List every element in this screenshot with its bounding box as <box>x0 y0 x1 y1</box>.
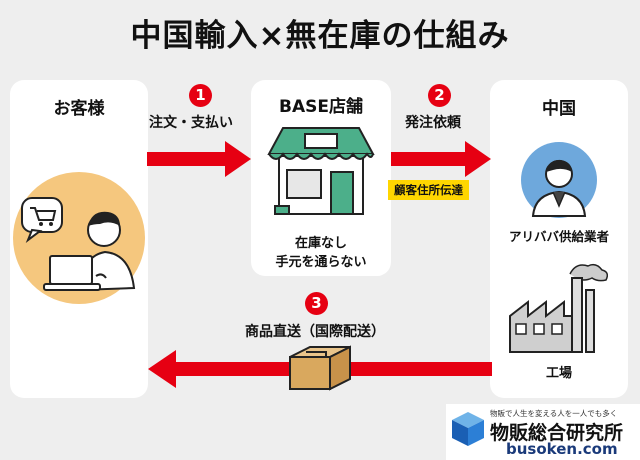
shop-title: BASE店舗 <box>279 97 363 117</box>
shopping-cart-icon <box>21 197 63 243</box>
customer-title: お客様 <box>53 99 105 119</box>
customer-illustration <box>13 172 145 304</box>
china-panel: 中国 アリババ供給業者 工場 <box>490 80 628 398</box>
step-1-label: 注文・支払い <box>149 115 233 131</box>
step-3-badge: 3 <box>305 292 328 315</box>
shop-panel: BASE店舗 在庫なし 手元を通らない <box>251 80 391 276</box>
logo-box: 物販で人生を変える人を一人でも多く 物販総合研究所 busoken.com <box>446 404 640 460</box>
storefront-icon <box>267 127 375 215</box>
customer-panel: お客様 <box>10 80 148 398</box>
step-2-label: 発注依頼 <box>405 115 461 131</box>
shop-note-line2: 手元を通らない <box>275 255 367 270</box>
laptop-icon <box>43 255 101 291</box>
page-title: 中国輸入×無在庫の仕組み <box>130 18 510 54</box>
factory-icon <box>509 263 609 353</box>
step-3-label: 商品直送（国際配送） <box>245 324 385 340</box>
logo-url[interactable]: busoken.com <box>506 440 618 458</box>
logo-tagline: 物販で人生を変える人を一人でも多く <box>490 409 618 418</box>
logo-cube-icon <box>452 412 484 446</box>
shop-note-line1: 在庫なし <box>294 236 347 251</box>
factory-label: 工場 <box>545 366 572 381</box>
china-title: 中国 <box>542 99 576 119</box>
package-box-icon <box>289 345 351 391</box>
step-2-badge: 2 <box>428 84 451 107</box>
supplier-person-icon <box>521 142 597 218</box>
logo-name: 物販総合研究所 <box>490 422 624 444</box>
step-1-arrow <box>147 141 251 177</box>
step-1-badge: 1 <box>189 84 212 107</box>
seller-label: アリババ供給業者 <box>508 229 609 244</box>
customer-address-tag: 顧客住所伝達 <box>388 180 469 200</box>
step-2-arrow <box>391 141 491 177</box>
